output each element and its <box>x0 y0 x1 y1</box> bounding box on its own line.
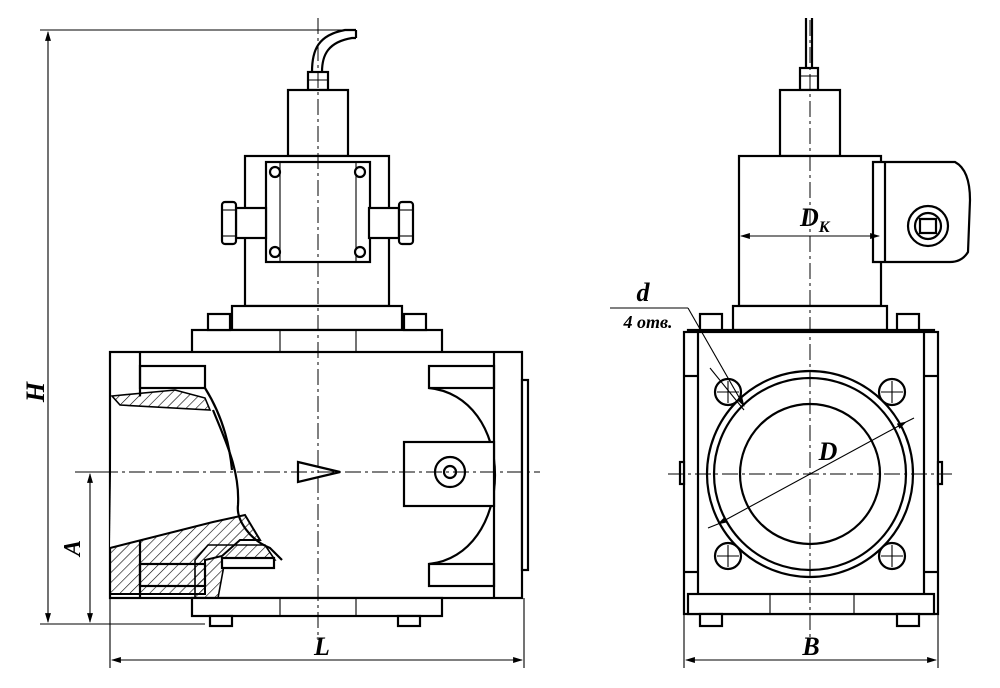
front-view <box>75 18 540 640</box>
side-view: DК <box>610 18 972 640</box>
dimension-B: B <box>683 614 939 668</box>
dimension-D <box>717 421 907 525</box>
section-cut <box>109 389 283 599</box>
dimension-L: L <box>109 598 525 668</box>
cable-gland-right <box>367 200 415 246</box>
label-H: H <box>21 381 50 403</box>
holes-leader <box>610 307 745 411</box>
side-flange <box>678 330 944 628</box>
label-D: D <box>818 437 838 466</box>
cable <box>306 28 358 92</box>
label-B: B <box>801 632 819 661</box>
label-L: L <box>313 632 330 661</box>
dimension-H: H <box>21 29 356 625</box>
drain-plug <box>402 440 496 508</box>
cable-gland-left <box>220 200 268 246</box>
side-cable <box>798 18 820 92</box>
junction-box <box>871 160 972 264</box>
label-holes: 4 отв. <box>622 312 672 332</box>
label-A: A <box>60 540 86 558</box>
label-Dk-subscript: К <box>818 219 831 236</box>
label-d: d <box>637 278 651 307</box>
label-Dk: DК <box>799 203 831 236</box>
dimension-A: A <box>60 471 110 623</box>
